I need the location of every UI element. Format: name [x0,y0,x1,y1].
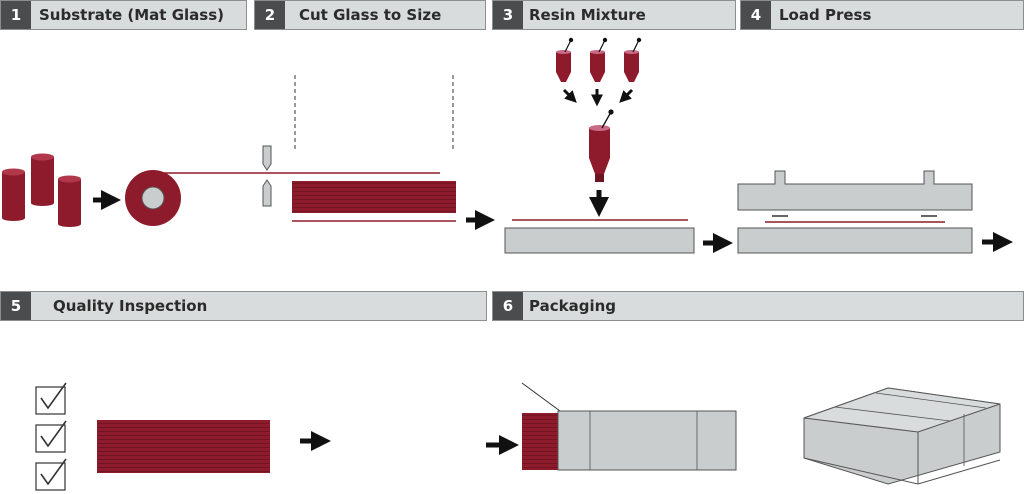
raw-material-cylinders [2,153,81,227]
checkbox-3-icon [35,458,67,491]
step-5-title: Quality Inspection [53,297,208,315]
mixed-resin-bottle [589,109,614,182]
step-5-number: 5 [1,292,31,320]
glass-mat-roll [125,170,181,226]
checklist [35,382,67,491]
press-lower-plate [737,227,973,254]
step-4-header: 4 Load Press [740,0,1024,30]
step-4-number: 4 [741,1,771,29]
cutter-blades [262,145,272,207]
checkbox-2-icon [35,420,67,453]
step-1-number: 1 [1,1,31,29]
step-4-title: Load Press [779,6,872,24]
step-6-header: 6 Packaging [492,291,1024,321]
step-6-number: 6 [493,292,523,320]
arrow-resin-left [562,88,577,103]
press-upper-plate [737,170,973,211]
step-2-header: 2 Cut Glass to Size [254,0,486,30]
cylinder-right [58,175,81,227]
checkbox-1-icon [35,382,67,415]
coating-base-plate [504,227,695,254]
step-2-number: 2 [255,1,285,29]
cylinder-middle [31,153,54,206]
step-1-header: 1 Substrate (Mat Glass) [0,0,247,30]
step-2-title: Cut Glass to Size [299,6,442,24]
step-3-title: Resin Mixture [529,6,646,24]
step-3-header: 3 Resin Mixture [492,0,736,30]
wrap-film-line [521,382,561,412]
cut-glass-stack [292,181,456,213]
arrow-resin-right [619,88,634,103]
packaged-box [803,387,1001,485]
stack-entering-wrap [522,413,560,470]
wrapping-sleeve [557,410,737,471]
step-5-header: 5 Quality Inspection [0,291,487,321]
step-6-title: Packaging [529,297,616,315]
step-3-number: 3 [493,1,523,29]
step-1-title: Substrate (Mat Glass) [39,6,224,24]
resin-bottles-small [556,37,642,82]
cylinder-left [2,168,25,221]
inspected-laminate-stack [97,420,270,473]
